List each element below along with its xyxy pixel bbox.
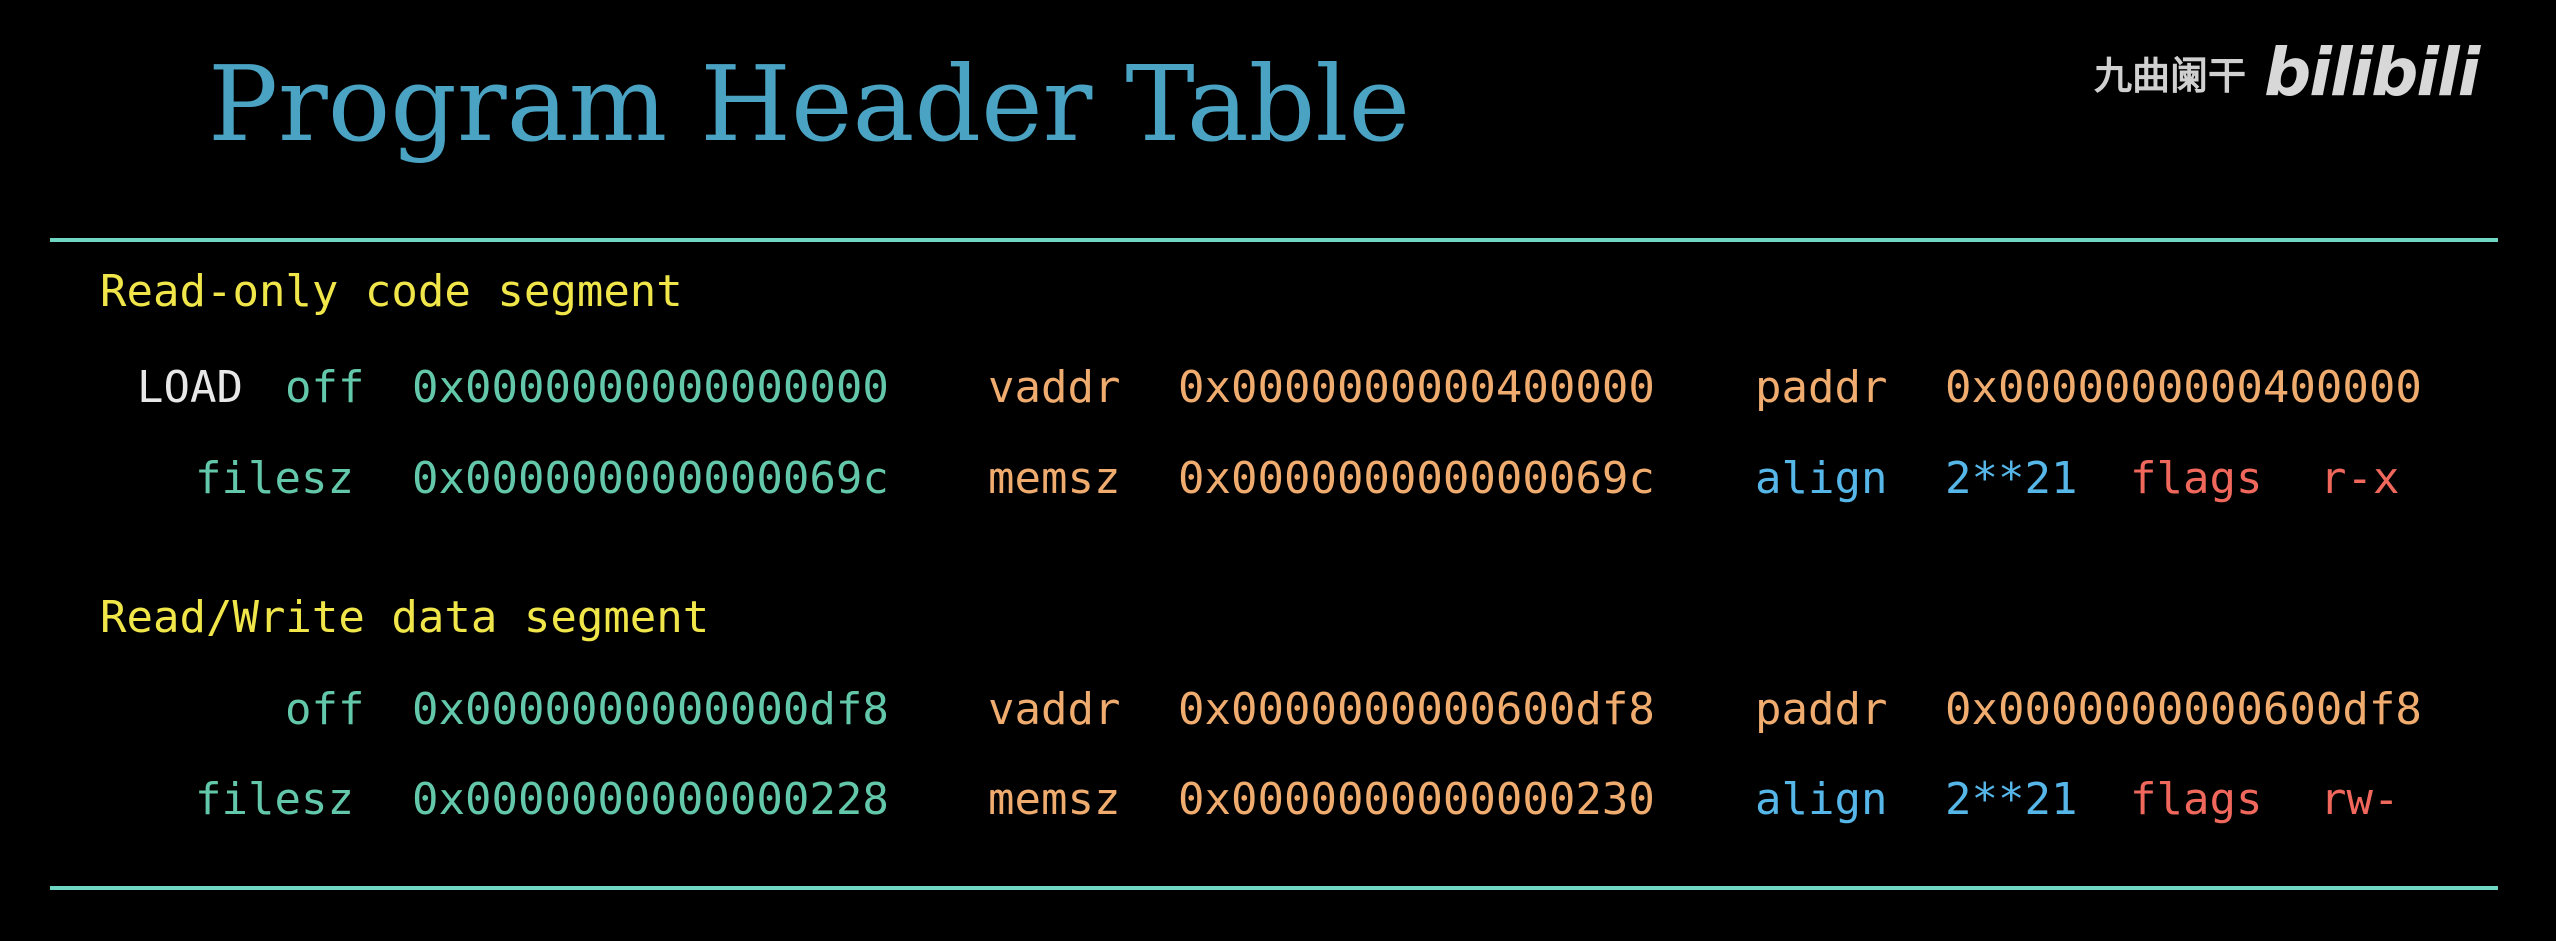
segment-label-code: Read-only code segment bbox=[100, 266, 683, 317]
bilibili-logo-icon: bilibili bbox=[2264, 33, 2480, 111]
paddr-value: 0x0000000000600df8 bbox=[1945, 684, 2422, 735]
filesz-value: 0x0000000000000228 bbox=[412, 774, 889, 825]
watermark-author: 九曲阑干 bbox=[2094, 53, 2247, 98]
vaddr-label: vaddr bbox=[988, 684, 1121, 735]
vaddr-value: 0x0000000000400000 bbox=[1178, 362, 1655, 413]
off-value: 0x0000000000000df8 bbox=[412, 684, 889, 735]
off-label: off bbox=[285, 362, 365, 413]
filesz-label: filesz bbox=[195, 453, 354, 504]
page-title: Program Header Table bbox=[208, 43, 1411, 165]
flags-label: flags bbox=[2130, 774, 2263, 825]
off-value: 0x0000000000000000 bbox=[412, 362, 889, 413]
paddr-label: paddr bbox=[1755, 362, 1888, 413]
align-label: align bbox=[1755, 453, 1888, 504]
align-value: 2**21 bbox=[1945, 774, 2078, 825]
segment-type: LOAD bbox=[137, 362, 243, 413]
segment-label-data: Read/Write data segment bbox=[100, 592, 710, 643]
align-label: align bbox=[1755, 774, 1888, 825]
flags-value: rw- bbox=[2320, 774, 2400, 825]
vaddr-value: 0x0000000000600df8 bbox=[1178, 684, 1655, 735]
memsz-value: 0x0000000000000230 bbox=[1178, 774, 1655, 825]
memsz-label: memsz bbox=[988, 453, 1121, 504]
paddr-label: paddr bbox=[1755, 684, 1888, 735]
flags-value: r-x bbox=[2320, 453, 2400, 504]
align-value: 2**21 bbox=[1945, 453, 2078, 504]
memsz-value: 0x000000000000069c bbox=[1178, 453, 1655, 504]
watermark: 九曲阑干 bilibili bbox=[2094, 20, 2480, 124]
bottom-divider bbox=[50, 886, 2498, 890]
off-label: off bbox=[285, 684, 365, 735]
flags-label: flags bbox=[2130, 453, 2263, 504]
memsz-label: memsz bbox=[988, 774, 1121, 825]
paddr-value: 0x0000000000400000 bbox=[1945, 362, 2422, 413]
filesz-value: 0x000000000000069c bbox=[412, 453, 889, 504]
filesz-label: filesz bbox=[195, 774, 354, 825]
vaddr-label: vaddr bbox=[988, 362, 1121, 413]
top-divider bbox=[50, 238, 2498, 242]
